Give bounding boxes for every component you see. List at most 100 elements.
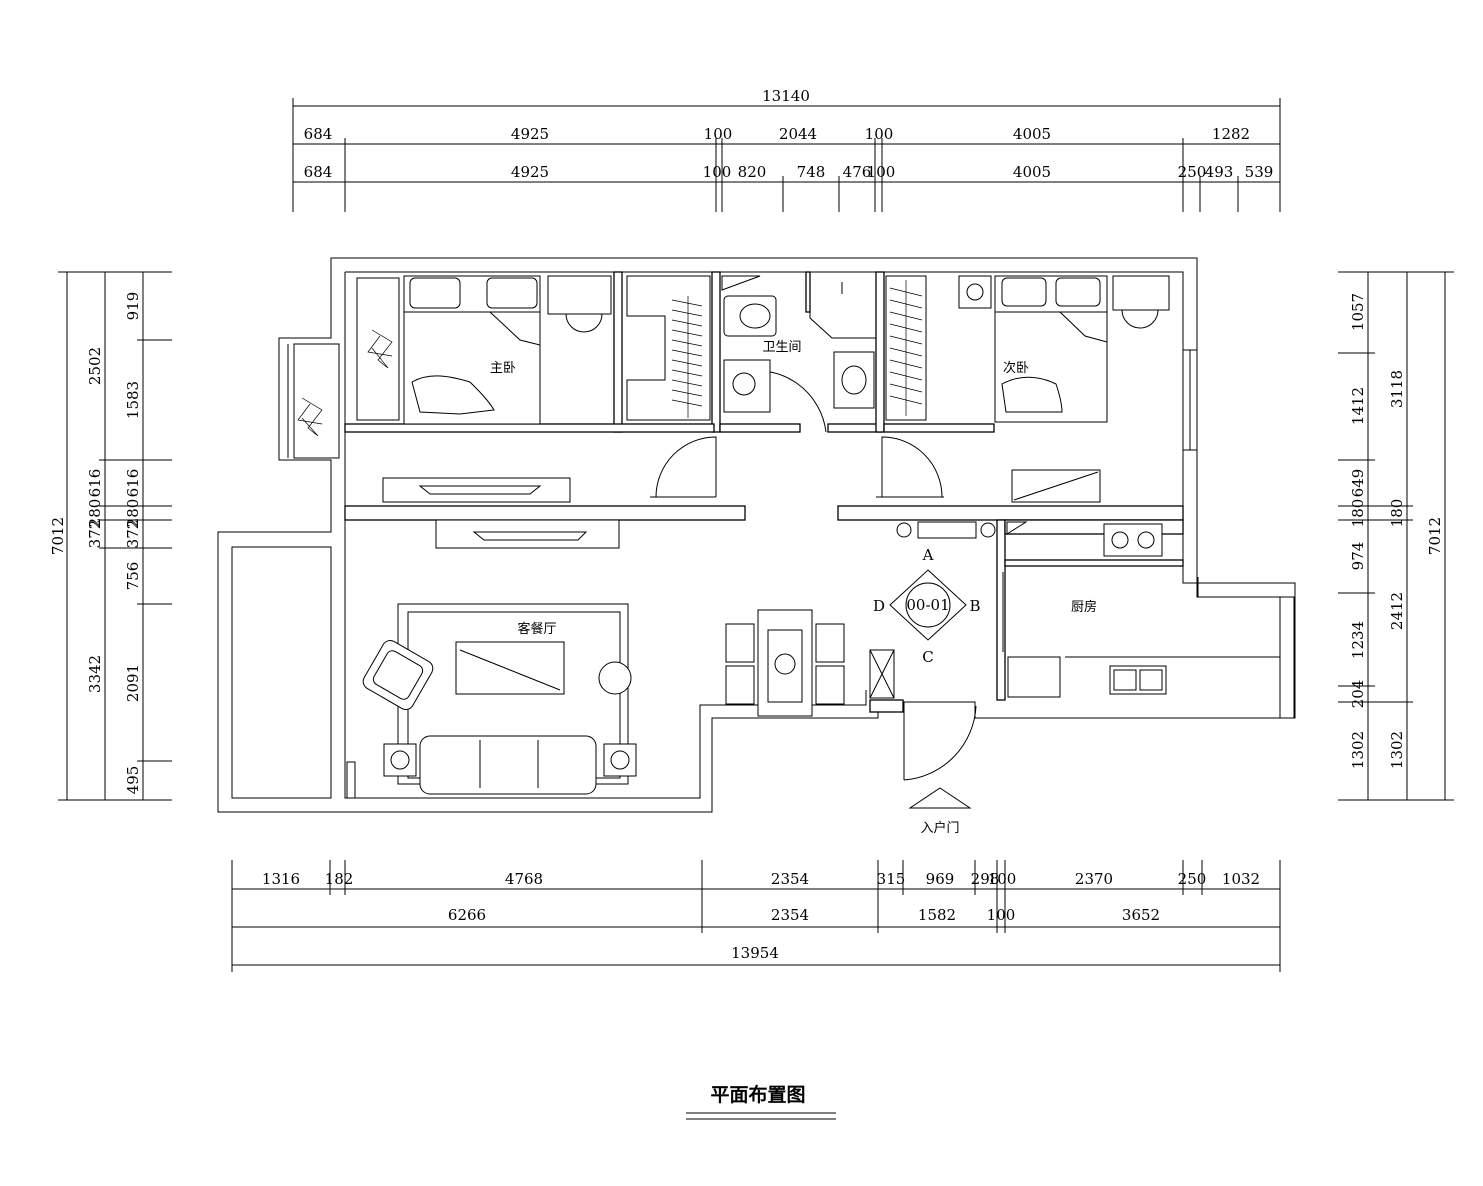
dim-left-inner: 756 xyxy=(124,562,142,591)
dim-left-inner: 372 xyxy=(124,520,142,549)
dim-bottom-row1: 298 xyxy=(971,870,1000,888)
drawing-title: 平面布置图 xyxy=(686,1083,836,1120)
dim-left-mid: 2502 xyxy=(86,347,104,385)
dim-right-inner: 1057 xyxy=(1349,293,1367,331)
dim-right-mid: 1302 xyxy=(1388,731,1406,769)
dim-right-inner: 974 xyxy=(1349,542,1367,571)
second-bedroom: 次卧 xyxy=(885,275,1170,503)
plant-icon xyxy=(896,522,912,538)
dim-bottom-row1: 4768 xyxy=(505,870,543,888)
dim-top-row1: 100 xyxy=(704,125,733,143)
room-label-kitchen: 厨房 xyxy=(1071,599,1097,615)
dim-right-inner: 1412 xyxy=(1349,387,1367,425)
dim-top-row1: 4005 xyxy=(1013,125,1051,143)
plant-icon xyxy=(980,522,996,538)
dim-top-row2: 493 xyxy=(1205,163,1234,181)
left-dimensions: 7012 2502 616 280 372 3342 919 1583 616 … xyxy=(49,271,172,801)
dim-bottom-row2: 3652 xyxy=(1122,906,1160,924)
dim-right-mid: 2412 xyxy=(1388,592,1406,630)
dim-left-mid: 280 xyxy=(86,499,104,528)
dim-top-row1: 100 xyxy=(865,125,894,143)
dim-top-row2: 539 xyxy=(1245,163,1274,181)
entrance: 入户门 xyxy=(908,787,972,836)
dim-right-mid: 180 xyxy=(1388,499,1406,528)
dim-right-mid: 3118 xyxy=(1388,370,1406,408)
coffee-table-icon xyxy=(455,641,565,695)
dim-top-row2: 100 xyxy=(867,163,896,181)
washer-icon xyxy=(723,359,771,413)
dim-top-row1: 4925 xyxy=(511,125,549,143)
dim-left-inner: 280 xyxy=(124,499,142,528)
room-label-master-bedroom: 主卧 xyxy=(490,361,516,376)
dim-top-total: 13140 xyxy=(762,87,810,105)
dim-bottom-row1: 2370 xyxy=(1075,870,1113,888)
dim-bottom-total: 13954 xyxy=(731,944,779,962)
dim-bottom-row2: 1582 xyxy=(918,906,956,924)
dim-bottom-row2: 6266 xyxy=(448,906,486,924)
end-table-icon xyxy=(383,743,417,777)
cabinet-icon xyxy=(1011,469,1101,503)
tv-cabinet-icon xyxy=(435,519,620,549)
kitchen-sink-icon xyxy=(1109,665,1167,695)
sofa-icon xyxy=(419,735,597,795)
dim-top-row1: 1282 xyxy=(1212,125,1250,143)
dim-top-row2: 684 xyxy=(304,163,333,181)
right-dimensions: 1057 1412 649 180 974 1234 204 1302 3118… xyxy=(1338,271,1454,801)
dim-right-inner: 1234 xyxy=(1349,621,1367,659)
dim-left-mid: 3342 xyxy=(86,655,104,693)
dim-bottom-row1: 969 xyxy=(926,870,955,888)
index-marker: 00-01 A B C D xyxy=(873,546,981,666)
top-dimensions: 13140 684 4925 100 2044 100 4005 1282 68… xyxy=(292,87,1281,212)
index-label-d: D xyxy=(873,597,885,615)
index-code: 00-01 xyxy=(906,596,949,614)
kitchen: 厨房 xyxy=(896,521,1167,698)
dim-right-inner: 649 xyxy=(1349,469,1367,498)
dim-right-total: 7012 xyxy=(1426,517,1444,555)
dim-left-inner: 495 xyxy=(124,766,142,795)
tv-cabinet-icon xyxy=(382,477,571,503)
index-label-c: C xyxy=(922,648,933,666)
dim-top-row2: 4925 xyxy=(511,163,549,181)
room-label-second-bedroom: 次卧 xyxy=(1003,360,1029,376)
dim-bottom-row1: 315 xyxy=(877,870,906,888)
dim-bottom-row1: 182 xyxy=(325,870,354,888)
master-bedroom: 主卧 xyxy=(297,275,711,503)
index-label-b: B xyxy=(969,597,980,615)
dim-left-total: 7012 xyxy=(49,517,67,555)
dim-top-row2: 476 xyxy=(843,163,872,181)
dim-left-inner: 616 xyxy=(124,469,142,498)
console-icon xyxy=(917,521,977,539)
page-title: 平面布置图 xyxy=(710,1083,805,1106)
dim-bottom-row1: 250 xyxy=(1178,870,1207,888)
room-label-living-dining: 客餐厅 xyxy=(517,621,556,637)
dim-bottom-row2: 100 xyxy=(987,906,1016,924)
dim-top-row2: 100 xyxy=(703,163,732,181)
dim-top-row1: 684 xyxy=(304,125,333,143)
dim-bottom-row1: 1316 xyxy=(262,870,300,888)
doors xyxy=(650,369,1004,781)
entrance-arrow-icon xyxy=(908,787,972,809)
end-table-icon xyxy=(603,743,637,777)
armchair-icon xyxy=(362,640,434,710)
desk-icon xyxy=(1112,275,1170,311)
dim-right-inner: 204 xyxy=(1349,680,1367,709)
dim-left-mid: 372 xyxy=(86,520,104,549)
plant-icon xyxy=(297,397,323,437)
stove-icon xyxy=(1103,523,1163,557)
dim-top-row2: 820 xyxy=(738,163,767,181)
bathroom: 卫生间 xyxy=(721,275,877,413)
living-dining: 客餐厅 xyxy=(346,519,895,799)
nightstand-icon xyxy=(958,275,992,309)
dim-top-row2: 250 xyxy=(1178,163,1207,181)
dim-bottom-row1: 100 xyxy=(988,870,1017,888)
dim-left-inner: 919 xyxy=(124,292,142,321)
wardrobe-hatch xyxy=(671,296,703,418)
dim-top-row2: 4005 xyxy=(1013,163,1051,181)
dim-top-row1: 2044 xyxy=(779,125,817,143)
dim-bottom-row1: 1032 xyxy=(1222,870,1260,888)
dim-right-inner: 180 xyxy=(1349,499,1367,528)
dim-left-mid: 616 xyxy=(86,469,104,498)
dim-right-inner: 1302 xyxy=(1349,731,1367,769)
dim-left-inner: 1583 xyxy=(124,381,142,419)
